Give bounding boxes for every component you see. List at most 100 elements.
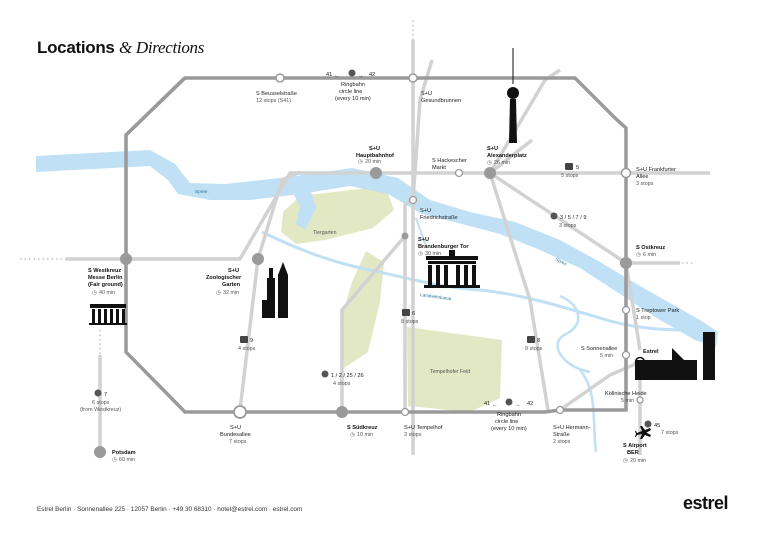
hermannstrasse-info: 2 stops	[553, 439, 571, 445]
gesundbrunnen-name: S+U	[421, 91, 432, 97]
u5-name: 5	[576, 165, 579, 171]
estrel-logo[interactable]: estrel	[683, 493, 729, 513]
ostkreuz-time: 6 min	[643, 252, 656, 258]
station-hauptbahnhof[interactable]	[370, 167, 382, 179]
station-gesundbrunnen[interactable]	[408, 73, 418, 83]
suedkreuz-time: 10 min	[357, 432, 373, 438]
airplane-icon	[635, 426, 651, 439]
station-friedrichstrasse[interactable]	[408, 195, 418, 205]
line-alex-north	[488, 68, 561, 174]
station-treptower[interactable]	[621, 305, 631, 315]
airport-time: 20 min	[630, 458, 646, 464]
station-koellnische[interactable]	[636, 396, 644, 404]
suedkreuz-name: S Südkreuz	[347, 425, 378, 431]
potsdam-time: 60 min	[119, 457, 135, 463]
s12-badge-icon	[321, 370, 329, 378]
hackescher-name: S Hackescher	[432, 158, 467, 164]
ostkreuz-name: S Ostkreuz	[636, 245, 665, 251]
bundesallee-info: 7 stops	[229, 439, 247, 445]
line-zoo-bundesallee	[238, 258, 260, 411]
s45-badge-icon	[644, 420, 652, 428]
westkreuz-name: S Westkreuz	[88, 268, 121, 274]
brandenburger-name: S+U	[418, 237, 429, 243]
ring-top-left-arrow: ←	[334, 73, 340, 79]
ring-bottom-right-arrow: →	[515, 402, 521, 408]
s3579-info: 3 stops	[559, 223, 577, 229]
station-tempelhof[interactable]	[400, 407, 410, 417]
brandenburger-time: 30 min	[425, 251, 441, 257]
treptower-info: 1 stop	[636, 315, 651, 321]
station-brandenburger[interactable]	[401, 232, 409, 240]
s12-info: 4 stops	[333, 381, 351, 387]
ring-bottom-info: (every 10 min)	[491, 426, 527, 432]
ring-bottom-name2: circle line	[495, 419, 518, 425]
friedrichstrasse-name: S+U	[420, 208, 431, 214]
station-beusselstrasse[interactable]	[275, 73, 285, 83]
ring-bottom-left-num: 41	[484, 401, 490, 407]
tempelhofer-feld-label: Tempelhofer Feld	[430, 369, 470, 375]
airport-clock-icon: ◷	[623, 458, 628, 464]
line-s41-beussel	[124, 76, 186, 325]
brandenburger-clock-icon: ◷	[418, 251, 423, 257]
title-main: Locations	[37, 38, 115, 57]
ring-top-left-num: 41	[326, 72, 332, 78]
landwehrkanal-label: Landwehrkanal	[420, 292, 452, 301]
s12-name: 1 / 2 / 25 / 26	[331, 373, 364, 379]
river-canal-link	[415, 217, 427, 247]
zoo-time: 32 min	[223, 290, 239, 296]
station-potsdam[interactable]	[94, 446, 106, 458]
u8-info: 9 stops	[525, 346, 543, 352]
tempelhof-name: S+U Tempelhof	[404, 425, 443, 431]
hauptbahnhof-time: 20 min	[365, 159, 381, 165]
u5-info: 5 stops	[561, 173, 579, 179]
tiergarten-label: Tiergarten	[313, 230, 337, 236]
u8-badge-icon	[527, 336, 535, 343]
ring-bottom-left-arrow: ←	[492, 402, 498, 408]
ring-top-name: Ringbahn	[341, 82, 365, 88]
river-south-channel	[579, 369, 598, 453]
airport-name: S Airport	[623, 443, 647, 449]
s7-info2: (from Westkreuz)	[80, 407, 121, 413]
station-hackescher[interactable]	[454, 168, 464, 178]
frankfurter-name2: Allee	[636, 174, 648, 180]
river-teltow	[556, 294, 591, 374]
station-alexanderplatz[interactable]	[484, 167, 496, 179]
alexanderplatz-name2: Alexanderplatz	[487, 153, 527, 159]
frankfurter-name: S+U Frankfurter	[636, 167, 676, 173]
station-ostkreuz[interactable]	[620, 257, 632, 269]
station-hermannstrasse[interactable]	[555, 405, 565, 415]
u9-name: 9	[250, 338, 253, 344]
park-tempelhofer-feld	[407, 327, 502, 412]
zoo-clock-icon: ◷	[216, 290, 221, 296]
potsdam-clock-icon: ◷	[112, 457, 117, 463]
station-sonnenallee[interactable]	[621, 350, 631, 360]
station-suedkreuz[interactable]	[336, 406, 348, 418]
u6-info: 8 stops	[401, 319, 419, 325]
ring-bottom-s-icon	[505, 398, 513, 406]
suedkreuz-clock-icon: ◷	[350, 432, 355, 438]
zoo-name2: Zoologischer	[206, 275, 242, 281]
s45-info: 7 stops	[661, 430, 679, 436]
s3579-badge-icon	[550, 212, 558, 220]
ring-top-info: (every 10 min)	[335, 96, 371, 102]
ring-top-name2: circle line	[339, 89, 362, 95]
brandenburg-gate-icon	[424, 250, 480, 288]
s3579-name: 3 / 5 / 7 / 9	[560, 215, 586, 221]
hackescher-name2: Markt	[432, 165, 446, 171]
ring-bottom-name: Ringbahn	[497, 412, 521, 418]
s7-info: 6 stops	[92, 400, 110, 406]
ring-top-right-num: 42	[369, 72, 375, 78]
station-markers	[94, 73, 646, 458]
station-westkreuz[interactable]	[120, 253, 132, 265]
park-green-strip	[340, 251, 384, 368]
alexanderplatz-time: 26 min	[494, 160, 510, 166]
line-sonnenallee	[558, 360, 641, 412]
ring-top-right-arrow: →	[358, 73, 364, 79]
station-bundesallee[interactable]	[233, 405, 247, 419]
station-zoo[interactable]	[252, 253, 264, 265]
alexanderplatz-name: S+U	[487, 146, 498, 152]
sonnenallee-name: S Sonnenallee	[581, 346, 617, 352]
hauptbahnhof-name2: Hauptbahnhof	[356, 153, 394, 159]
station-frankfurter[interactable]	[620, 167, 632, 179]
